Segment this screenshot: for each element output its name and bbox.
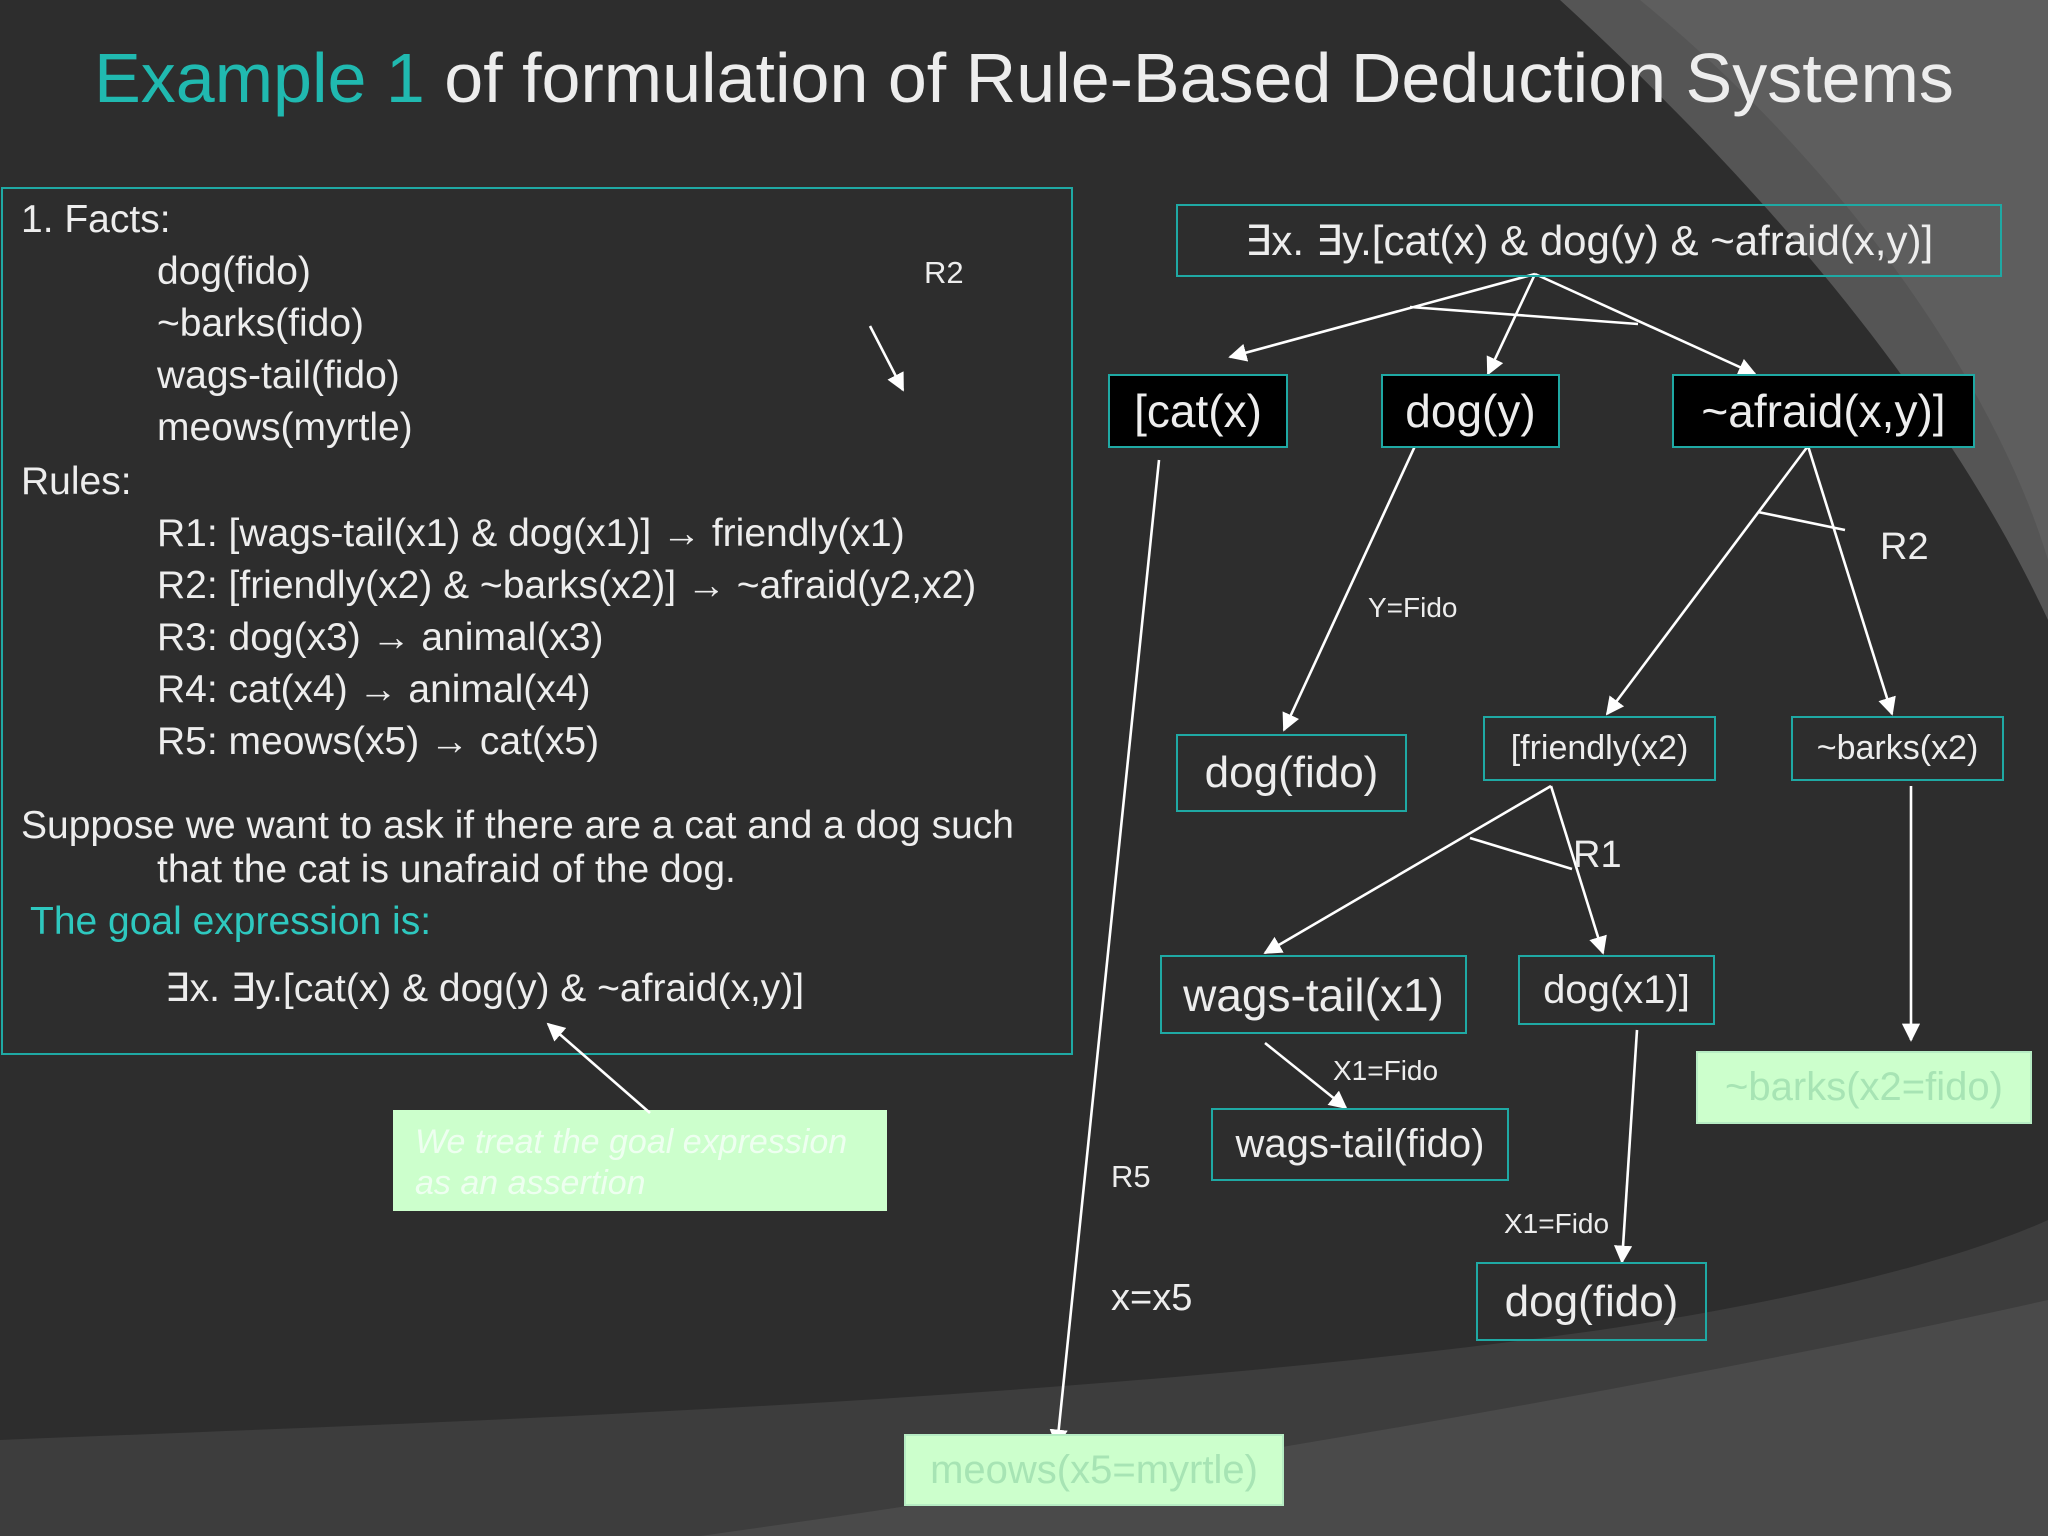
label-y-fido: Y=Fido	[1368, 592, 1458, 623]
node-afraid: ~afraid(x,y)]	[1672, 374, 1975, 448]
node-cat-x: [cat(x)	[1108, 374, 1288, 448]
label-r5: R5	[1111, 1159, 1151, 1194]
node-barks: ~barks(x2)	[1791, 716, 2004, 781]
node-friendly: [friendly(x2)	[1483, 716, 1716, 781]
slide-title: Example 1 of formulation of Rule-Based D…	[0, 38, 2048, 118]
label-x1-fido-b: X1=Fido	[1504, 1208, 1610, 1239]
facts-heading: 1. Facts:	[21, 198, 171, 241]
node-dog-fido-2: dog(fido)	[1476, 1262, 1707, 1341]
title-rest: of formulation of Rule-Based Deduction S…	[424, 39, 1954, 117]
node-dog-x1: dog(x1)]	[1518, 955, 1715, 1025]
node-dog-fido-1: dog(fido)	[1176, 734, 1407, 812]
label-r1: R1	[1573, 834, 1622, 876]
rule-item: R5: meows(x5) → cat(x5)	[157, 720, 600, 763]
fact-item: wags-tail(fido)	[157, 354, 400, 397]
label-x1-fido-a: X1=Fido	[1333, 1055, 1439, 1086]
rule-item: R2: [friendly(x2) & ~barks(x2)] → ~afrai…	[157, 564, 977, 607]
node-barks-fido: ~barks(x2=fido)	[1696, 1051, 2032, 1124]
fact-item: ~barks(fido)	[157, 302, 364, 345]
label-r2: R2	[1880, 526, 1929, 568]
rule-item: R3: dog(x3) → animal(x3)	[157, 616, 604, 659]
goal-heading: The goal expression is:	[30, 900, 432, 943]
title-accent: Example 1	[94, 39, 425, 117]
rules-heading: Rules:	[21, 460, 132, 503]
fact-item: dog(fido)	[157, 250, 311, 293]
question-line-1: Suppose we want to ask if there are a ca…	[21, 804, 1014, 847]
note-line-2: as an assertion	[415, 1164, 646, 1202]
fact-item: meows(myrtle)	[157, 406, 413, 449]
node-wags-tail: wags-tail(x1)	[1160, 955, 1467, 1034]
label-x-x5: x=x5	[1111, 1277, 1193, 1319]
node-wags-tail-fido: wags-tail(fido)	[1211, 1108, 1509, 1181]
assertion-note: We treat the goal expression as an asser…	[393, 1110, 887, 1211]
rule-item: R1: [wags-tail(x1) & dog(x1)] → friendly…	[157, 512, 905, 555]
goal-expression: ∃x. ∃y.[cat(x) & dog(y) & ~afraid(x,y)]	[165, 967, 805, 1010]
rule-item: R4: cat(x4) → animal(x4)	[157, 668, 591, 711]
node-meows-myrtle: meows(x5=myrtle)	[904, 1434, 1284, 1506]
node-goal-root: ∃x. ∃y.[cat(x) & dog(y) & ~afraid(x,y)]	[1176, 204, 2002, 277]
question-line-2: that the cat is unafraid of the dog.	[157, 848, 736, 891]
note-line-1: We treat the goal expression	[415, 1123, 848, 1161]
node-dog-y: dog(y)	[1381, 374, 1560, 448]
r2-label-panel: R2	[924, 255, 964, 290]
